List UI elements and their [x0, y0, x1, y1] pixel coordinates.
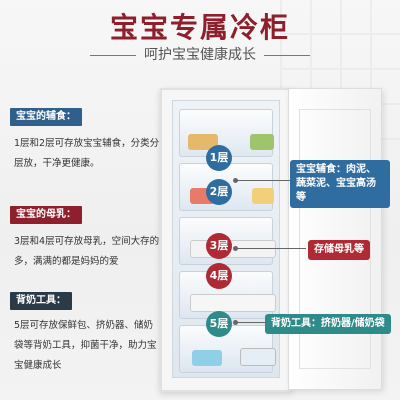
section-tag-pumping-tools: 背奶工具： — [10, 292, 72, 310]
door-panel — [299, 109, 371, 369]
connector-dot — [233, 320, 238, 325]
connector-line — [236, 180, 291, 181]
freezer-body: 1层 2层 3层 4层 5层 — [160, 88, 292, 392]
section-text-breast-milk: 3层和4层可存放母乳，空间大存的多，满满的都是妈妈的爱 — [14, 236, 160, 267]
milk-bags — [190, 294, 276, 312]
connector-line — [236, 322, 266, 323]
layer-2-badge: 2层 — [206, 179, 232, 205]
food-item — [250, 134, 274, 150]
food-item — [188, 134, 218, 150]
label-baby-food: 宝宝辅食：肉泥、蔬菜泥、宝宝高汤等 — [290, 160, 390, 208]
section-tag-baby-food: 宝宝的辅食： — [10, 108, 82, 126]
subtitle-text: 呵护宝宝健康成长 — [144, 47, 256, 63]
page-subtitle: 呵护宝宝健康成长 — [0, 44, 400, 64]
layer-4-badge: 4层 — [206, 263, 232, 289]
pump-item — [240, 348, 276, 366]
section-text-pumping-tools: 5层可存放保鲜包、挤奶器、储奶袋等背奶工具，抑菌干净，助力宝宝健康成长 — [14, 320, 157, 371]
freezer-interior — [172, 100, 280, 378]
page-title: 宝宝专属冷柜 — [109, 11, 290, 44]
layer-3-badge: 3层 — [206, 233, 232, 259]
layer-5-badge: 5层 — [206, 311, 232, 337]
drawer-5 — [179, 325, 276, 373]
drawer-4 — [179, 271, 276, 319]
freezer-door — [288, 88, 382, 390]
label-breast-milk: 存储母乳等 — [308, 240, 370, 260]
connector-dot — [233, 246, 238, 251]
subtitle-rule-left — [90, 54, 136, 56]
pump-item — [192, 350, 222, 366]
layer-1-badge: 1层 — [206, 145, 232, 171]
section-text-baby-food: 1层和2层可存放宝宝辅食，分类分层放，干净更健康。 — [14, 138, 160, 169]
subtitle-rule-right — [264, 54, 310, 56]
connector-dot — [233, 178, 238, 183]
connector-line — [236, 248, 306, 249]
label-pumping-tools: 背奶工具：挤奶器/储奶袋 — [265, 314, 391, 334]
food-item — [252, 188, 274, 204]
section-tag-breast-milk: 宝宝的母乳： — [10, 206, 82, 224]
